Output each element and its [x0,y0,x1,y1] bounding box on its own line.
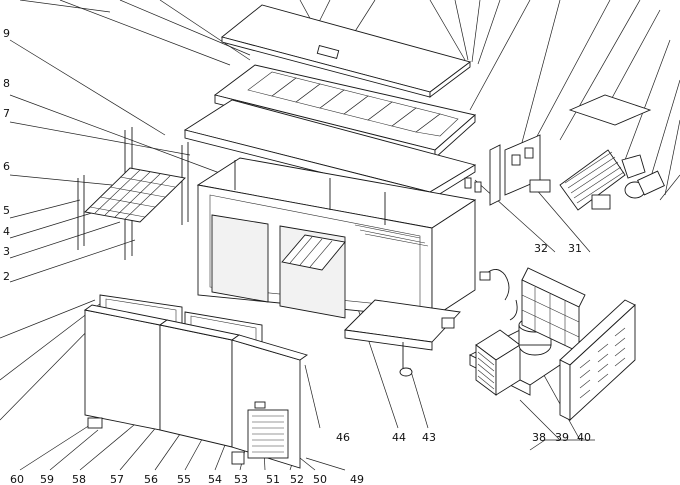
callout-8: 8 [3,77,10,90]
callout-4: 4 [3,225,10,238]
evaporator-coil [559,94,665,211]
callout-56: 56 [144,473,158,485]
callout-59: 59 [40,473,54,485]
callout-52: 52 [290,473,304,485]
callout-9: 9 [3,27,10,40]
louver-panel [559,299,636,422]
louver-slots [579,327,626,399]
callout-55: 55 [177,473,191,485]
callout-46: 46 [336,431,350,444]
top-lid [221,4,472,98]
front-panels [83,304,309,469]
base-frame [344,299,461,377]
shelf-assembly [77,127,189,260]
callout-2: 2 [3,270,10,283]
evaporator-brackets [464,134,551,206]
callout-49: 49 [350,473,364,485]
callout-32: 32 [534,242,548,255]
grille-holes [252,415,284,453]
callout-5: 5 [3,204,10,217]
callout-6: 6 [3,160,10,173]
callout-39: 39 [555,431,569,444]
callout-3: 3 [3,245,10,258]
callout-51: 51 [266,473,280,485]
callout-57: 57 [110,473,124,485]
callout-31: 31 [568,242,582,255]
callout-60: 60 [10,473,24,485]
condenser-fins [477,351,495,390]
callout-44: 44 [392,431,406,444]
callout-40: 40 [577,431,591,444]
callout-53: 53 [234,473,248,485]
callout-7: 7 [3,107,10,120]
callout-54: 54 [208,473,222,485]
callout-43: 43 [422,431,436,444]
callout-38: 38 [532,431,546,444]
main-cabinet [196,157,477,319]
callout-labels: 9 8 7 6 5 4 3 2 32 31 46 44 43 38 39 40 … [3,27,591,485]
fan-guard [521,267,586,353]
callout-50: 50 [313,473,327,485]
callout-58: 58 [72,473,86,485]
